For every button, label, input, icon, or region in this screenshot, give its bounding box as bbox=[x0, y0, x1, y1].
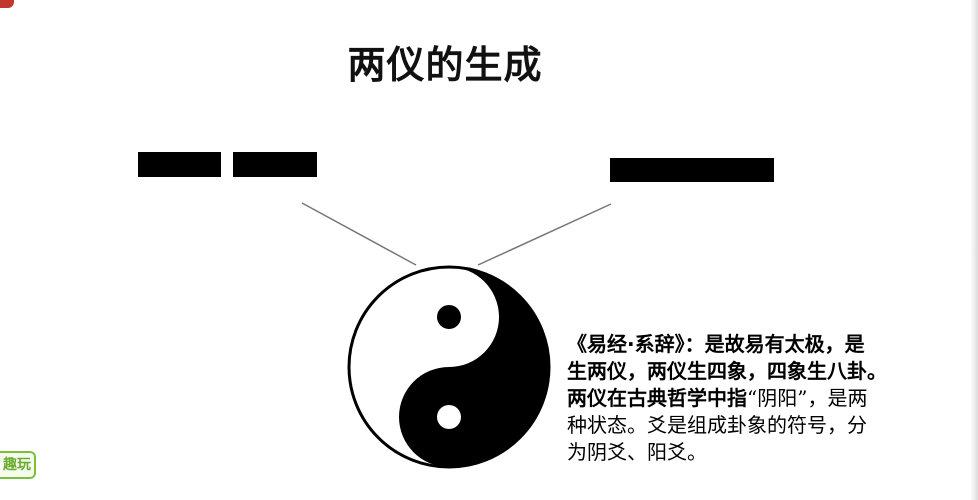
quote-line-1: 是故易有太极，是 bbox=[704, 332, 865, 356]
quote-block: 《易经·系辞》：是故易有太极，是 生两仪，两仪生四象，四象生八卦。 两仪在古典哲… bbox=[567, 331, 969, 466]
yang-yao-line bbox=[610, 158, 774, 182]
top-eye-dot bbox=[437, 305, 461, 329]
right-edge-shadow bbox=[970, 0, 978, 500]
bottom-eye-dot bbox=[437, 405, 461, 429]
corner-decoration bbox=[0, 0, 14, 8]
yin-yao-right-segment bbox=[233, 152, 317, 177]
quote-line-2: 生两仪，两仪生四象，四象生八卦。 bbox=[567, 359, 887, 383]
quote-line-3: “阴阳”，是两 bbox=[747, 386, 868, 410]
brand-logo: 趣玩 bbox=[0, 451, 36, 479]
yang-fish-black bbox=[399, 267, 549, 467]
slide-title: 两仪的生成 bbox=[347, 43, 543, 87]
quote-line-5: 为阴爻、阳爻。 bbox=[567, 440, 707, 464]
taiji-yin-yang-icon bbox=[347, 265, 551, 469]
quote-line-4: 种状态。爻是组成卦象的符号，分 bbox=[567, 413, 867, 437]
quote-source: 《易经·系辞》： bbox=[567, 332, 705, 356]
connector-line-yin bbox=[301, 202, 417, 266]
connector-line-yang bbox=[477, 203, 612, 266]
quote-line-3-bold: 两仪在古典哲学中指 bbox=[567, 386, 747, 410]
yin-yao-left-segment bbox=[138, 152, 221, 177]
